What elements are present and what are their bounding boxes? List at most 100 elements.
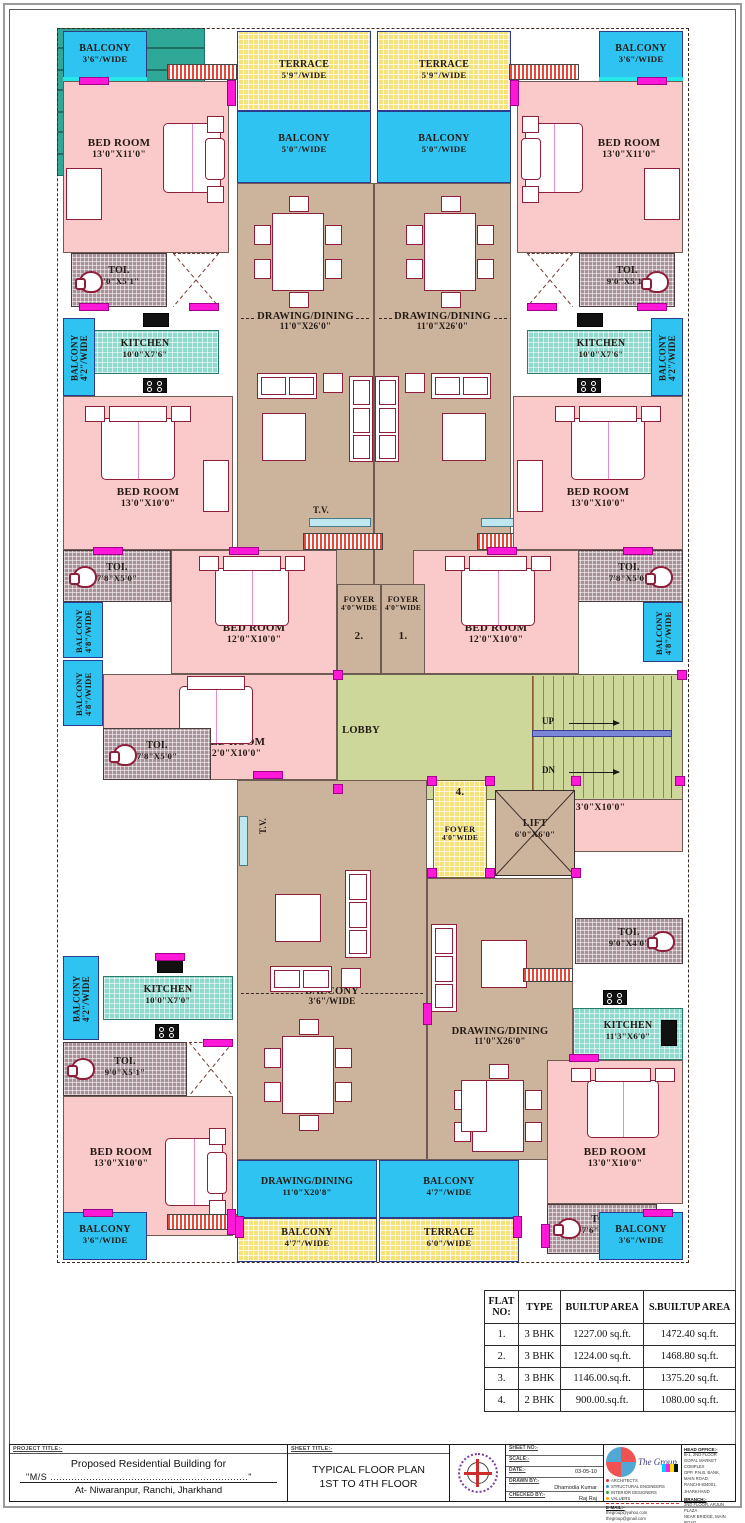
sheet-title: TYPICAL FLOOR PLAN — [312, 1464, 425, 1476]
cell-super-builtup: 1472.40 sq.ft. — [643, 1323, 736, 1346]
door-marker — [79, 77, 109, 85]
wardrobe — [461, 1080, 487, 1132]
shaft-cross-icon — [172, 252, 220, 308]
meta-key: DRAWN BY:- — [509, 1478, 540, 1484]
dining-chair — [477, 225, 494, 245]
cell-flat-no: 4. — [484, 1389, 519, 1412]
room-balcony-r-48: BALCONY 4'8"/WIDE — [643, 602, 683, 662]
dining-chair — [254, 225, 271, 245]
bed-furniture — [571, 418, 645, 480]
plot-boundary-bottom — [57, 1262, 689, 1263]
room-label: KITCHEN 10'0"X7'0" — [143, 984, 193, 1005]
room-label: DRAWING/DINING 11'0"X20'8" — [260, 1176, 354, 1197]
room-balcony-tl: BALCONY 3'6"/WIDE — [63, 31, 147, 79]
sofa-cushion — [353, 408, 370, 433]
door-marker — [485, 868, 495, 878]
room-terrace-b1: BALCONY 4'7"/WIDE — [237, 1218, 377, 1262]
center-table — [275, 894, 321, 942]
meta-date: DATE:- 03-05-10 — [506, 1467, 603, 1478]
center-table — [481, 940, 527, 988]
dining-chair — [289, 292, 309, 308]
column-header-super-builtup-area: S.BUILTUP AREA — [643, 1290, 736, 1324]
dining-chair — [299, 1019, 319, 1035]
sheet-title-cell: SHEET TITLE:- TYPICAL FLOOR PLAN 1ST TO … — [288, 1445, 450, 1501]
column-header-builtup-area: BUILTUP AREA — [559, 1290, 645, 1324]
cell-super-builtup: 1375.20 sq.ft. — [643, 1367, 736, 1390]
dining-chair — [289, 196, 309, 212]
firm-address-cell: HEAD OFFICE:- B-1, 2ND FLOOR GOPAL MARKE… — [682, 1445, 735, 1523]
side-table — [285, 556, 305, 571]
room-label: BED ROOM 12'0"X10'0" — [222, 622, 286, 645]
door-marker — [510, 80, 519, 106]
corner-table — [323, 373, 343, 393]
armchair — [521, 138, 541, 180]
firm-email: thegroup@yahoo.com — [606, 1510, 648, 1516]
wardrobe — [203, 460, 229, 512]
sofa-cushion — [349, 874, 367, 900]
cell-type: 2 BHK — [518, 1389, 561, 1412]
stair-dn-arrow — [569, 769, 620, 775]
door-marker — [227, 80, 236, 106]
flat-number: 2. — [354, 630, 364, 642]
sofa-cushion — [379, 380, 396, 405]
branch-line: 2ND FLOOR, ARJUN PLAZA — [684, 1501, 725, 1513]
door-marker — [333, 670, 343, 680]
room-toilet-ml2: TOI. 7'8"X5'0" — [103, 728, 211, 780]
head-office-line: MAIN ROAD, — [684, 1476, 709, 1482]
room-balcony-l-48a: BALCONY 4'8"/WIDE — [63, 602, 103, 658]
head-office-caption: HEAD OFFICE:- — [684, 1447, 718, 1452]
door-marker — [189, 303, 219, 311]
side-table — [85, 406, 105, 422]
room-label: BALCONY 4'8"/WIDE — [74, 609, 93, 653]
center-table — [262, 413, 306, 461]
hob-icon — [603, 990, 627, 1005]
firm-contact-caption: E-MAIL:- — [606, 1505, 625, 1511]
dining-chair — [489, 1064, 509, 1079]
room-balcony-r-42: BALCONY 4'2"/WIDE — [651, 318, 683, 396]
side-table — [641, 406, 661, 422]
bed-furniture — [587, 1080, 659, 1138]
side-table — [655, 1068, 675, 1082]
door-marker — [571, 868, 581, 878]
wc-icon — [109, 744, 137, 766]
room-balcony-b1: DRAWING/DINING 11'0"X20'8" — [237, 1160, 377, 1218]
wardrobe — [66, 168, 102, 220]
room-label: BALCONY 3'6"/WIDE — [615, 43, 667, 64]
side-table — [199, 556, 219, 571]
meta-drawn-by: DRAWN BY:- Dhamodia Kumar — [506, 1478, 603, 1492]
side-table — [522, 186, 539, 203]
side-table — [445, 556, 465, 571]
room-label: BALCONY 4'2"/WIDE — [71, 975, 91, 1023]
head-office-line: B-1, 2ND FLOOR — [684, 1452, 717, 1457]
dining-chair — [406, 259, 423, 279]
firm-service: ARCHITECTS — [606, 1478, 679, 1484]
room-label: FOYER 4'0"WIDE — [384, 594, 422, 612]
tv-unit — [309, 518, 371, 527]
table-row: 3. 3 BHK 1146.00.sq.ft. 1375.20 sq.ft. — [484, 1367, 736, 1390]
window — [523, 968, 573, 982]
room-label: BED ROOM 13'0"X10'0" — [583, 1146, 647, 1169]
room-label: BALCONY 3'6"/WIDE — [79, 43, 131, 64]
window — [303, 533, 383, 550]
wardrobe — [644, 168, 680, 220]
hob-icon — [143, 378, 167, 393]
room-label: TERRACE 5'9"/WIDE — [278, 59, 330, 80]
headboard — [223, 556, 281, 571]
room-label: BALCONY 4'8"/WIDE — [74, 672, 93, 716]
room-balcony-l-48b: BALCONY 4'8"/WIDE — [63, 660, 103, 726]
cell-flat-no: 2. — [484, 1345, 519, 1368]
duct-shaft — [526, 252, 574, 308]
room-label: BALCONY 3'6"/WIDE — [615, 1224, 667, 1245]
title-block: PROJECT TITLE:- Proposed Residential Bui… — [9, 1444, 736, 1523]
bed-furniture — [215, 568, 289, 626]
meta-key: CHECKED BY:- — [509, 1492, 546, 1498]
sofa-cushion — [353, 380, 370, 405]
sofa-cushion — [349, 902, 367, 928]
dining-chair — [441, 196, 461, 212]
room-kitchen-tr: KITCHEN 10'0"X7'6" — [527, 330, 675, 374]
room-balcony-b2: BALCONY 4'7"/WIDE — [379, 1160, 519, 1218]
meta-value: 03-05-10 — [574, 1469, 597, 1475]
wc-icon — [69, 566, 97, 588]
room-label: BALCONY 3'6"/WIDE — [79, 1224, 131, 1245]
room-foyer-4: 4. FOYER 4'0"WIDE — [433, 780, 487, 878]
